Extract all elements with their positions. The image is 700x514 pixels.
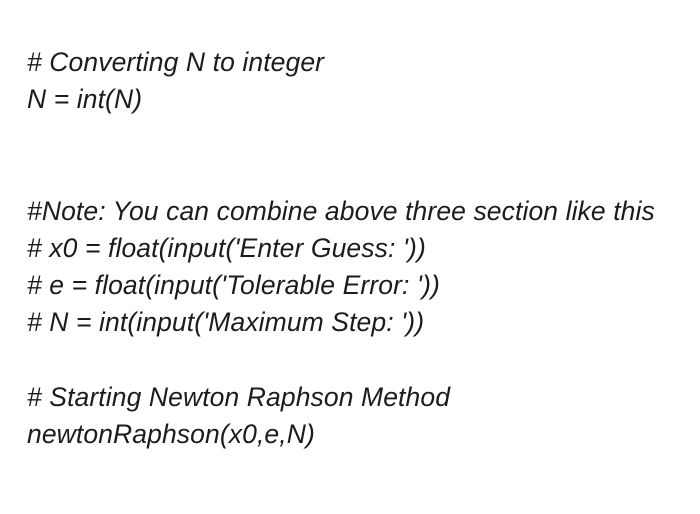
code-line: #Note: You can combine above three secti… bbox=[27, 195, 655, 226]
code-line: N = int(N) bbox=[27, 84, 143, 115]
code-line: # e = float(input('Tolerable Error: ')) bbox=[27, 270, 440, 301]
code-line: # x0 = float(input('Enter Guess: ')) bbox=[27, 232, 426, 263]
code-line: newtonRaphson(x0,e,N) bbox=[27, 418, 315, 449]
code-line-blank bbox=[27, 156, 697, 193]
code-line-blank bbox=[27, 342, 697, 379]
code-line: # Starting Newton Raphson Method bbox=[27, 381, 451, 412]
code-line: # N = int(input('Maximum Step: ')) bbox=[27, 307, 425, 338]
code-listing: # Converting N to integer N = int(N) #No… bbox=[27, 44, 697, 453]
code-line-blank bbox=[27, 118, 697, 155]
code-line: # Converting N to integer bbox=[27, 47, 325, 77]
